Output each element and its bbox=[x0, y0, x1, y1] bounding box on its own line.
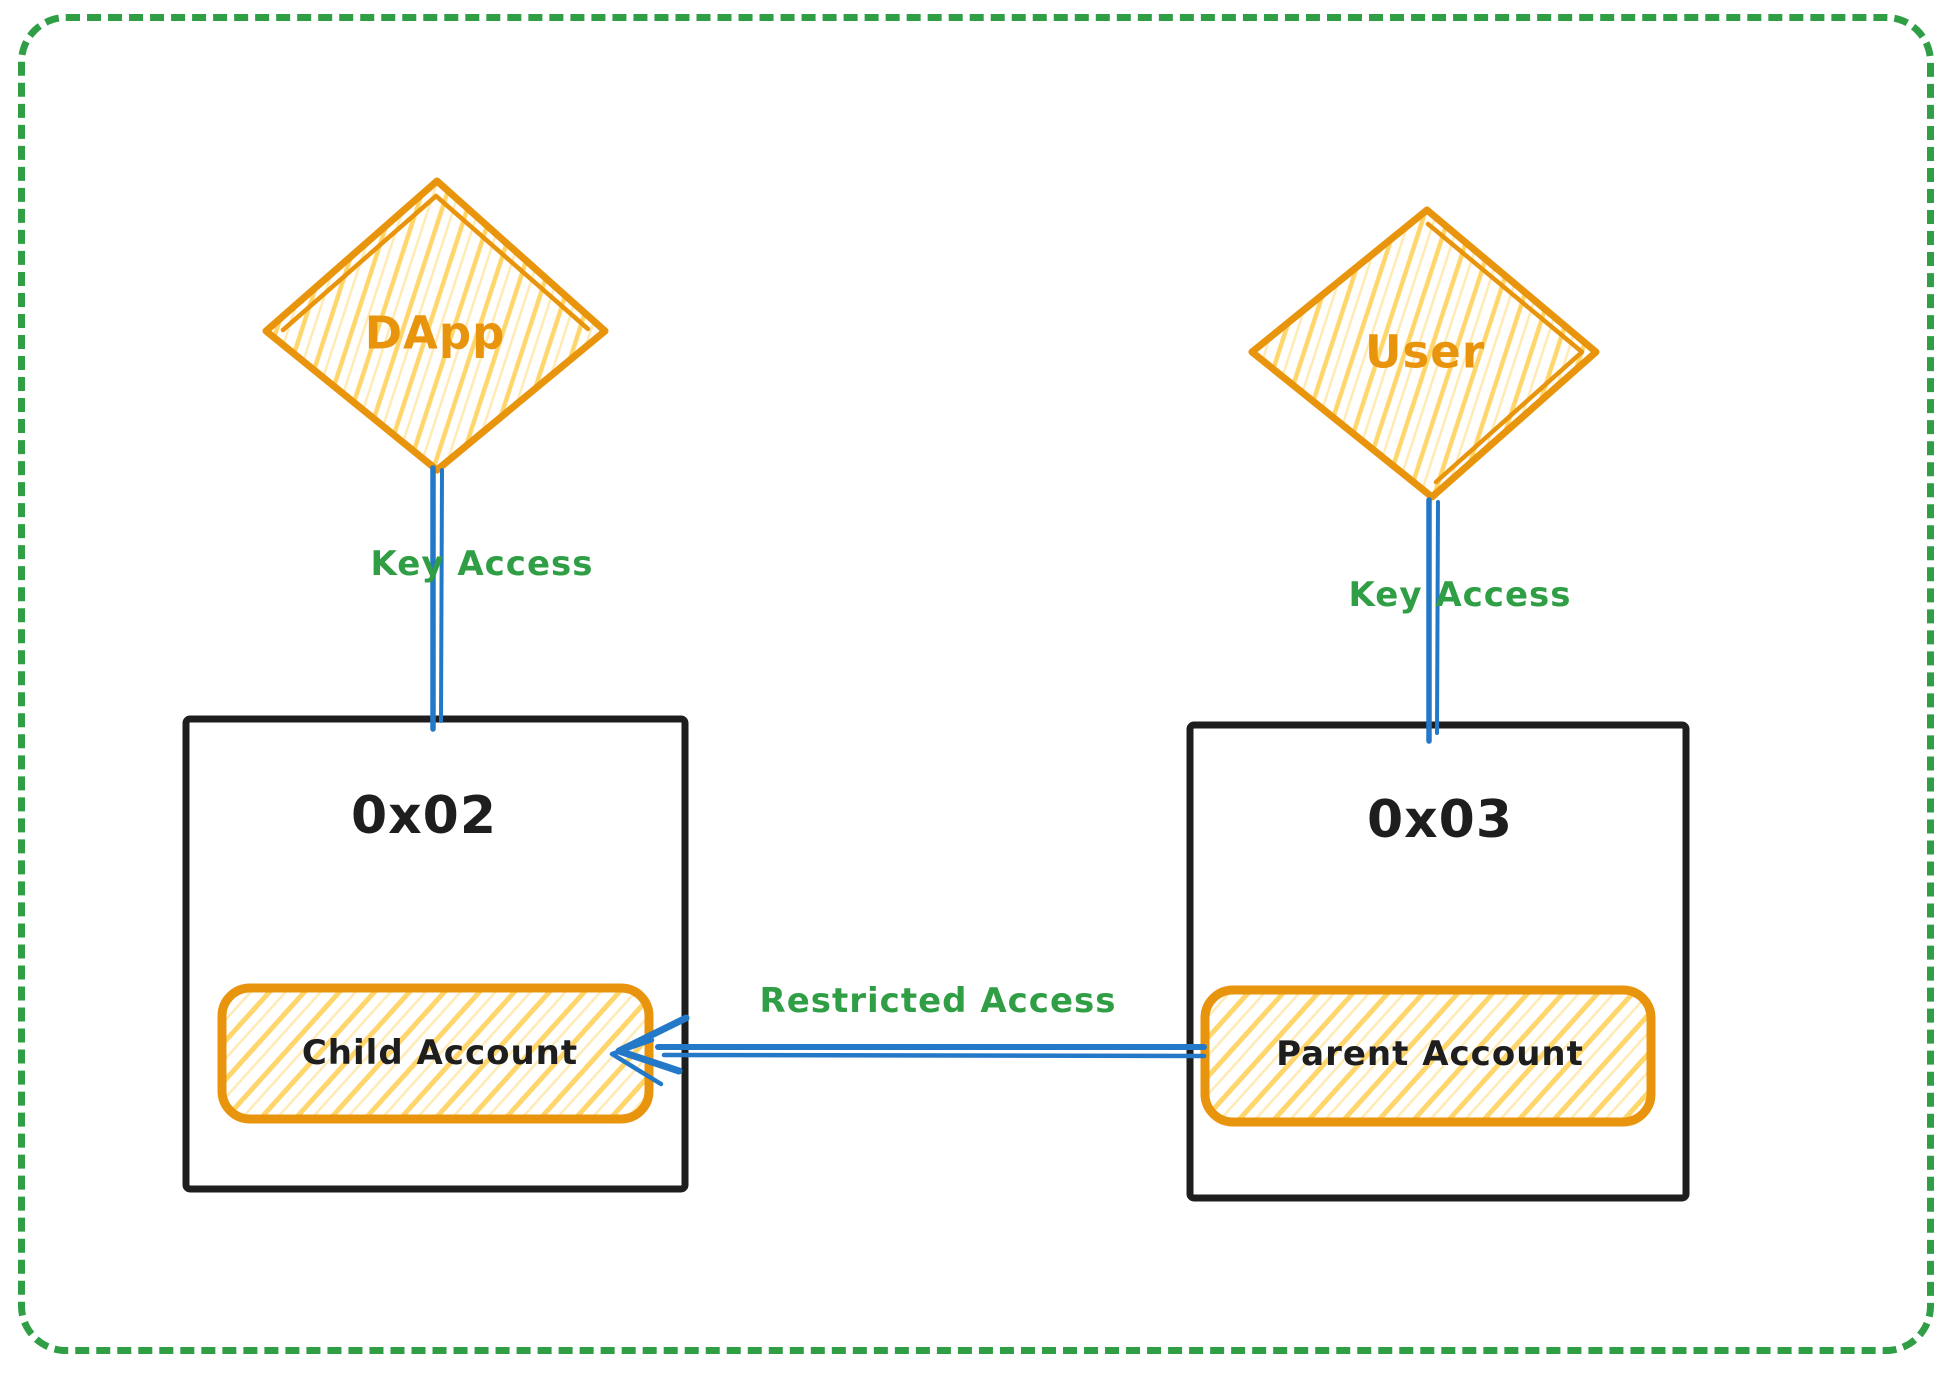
key-access-label-right: Key Access bbox=[1348, 575, 1572, 615]
user-label: User bbox=[1364, 325, 1486, 379]
user-diamond bbox=[1248, 206, 1600, 501]
restricted-access-arrow bbox=[609, 1014, 1207, 1087]
dapp-label: DApp bbox=[364, 306, 506, 360]
canvas-dashed-border bbox=[18, 14, 1934, 1354]
wallet-0x02-label: 0x02 bbox=[350, 786, 498, 846]
restricted-access-label: Restricted Access bbox=[759, 981, 1117, 1021]
wallet-0x03-label: 0x03 bbox=[1366, 790, 1514, 850]
child-account-box bbox=[217, 983, 654, 1124]
key-access-edge-user bbox=[1426, 497, 1440, 744]
key-access-edge-dapp bbox=[430, 465, 444, 732]
dapp-diamond bbox=[262, 177, 609, 474]
child-account-label: Child Account bbox=[301, 1033, 579, 1073]
parent-account-label: Parent Account bbox=[1276, 1034, 1584, 1074]
key-access-label-left: Key Access bbox=[370, 544, 594, 584]
